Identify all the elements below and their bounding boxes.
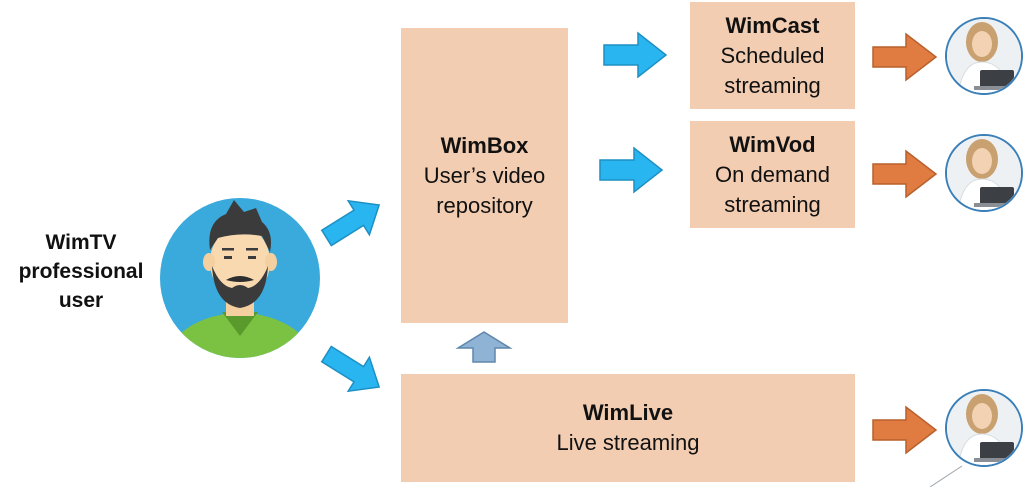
wimlive-title: WimLive bbox=[582, 400, 674, 425]
viewer-woman-at-laptop-icon bbox=[945, 389, 1023, 467]
wimbox-title: WimBox bbox=[440, 132, 529, 158]
user-label-line: WimTV bbox=[45, 231, 117, 254]
wimbox-description-line: repository bbox=[436, 192, 533, 218]
wimlive-box: WimLive Live streaming bbox=[401, 374, 855, 482]
wimvod-box: WimVod On demand streaming bbox=[690, 121, 855, 228]
connector-line bbox=[929, 465, 963, 487]
arrow-user-to-wimlive bbox=[320, 345, 381, 393]
viewer-woman-at-laptop-icon bbox=[945, 17, 1023, 95]
arrow-wimbox-to-wimvod bbox=[599, 146, 664, 194]
arrow-wimbox-to-wimcast bbox=[603, 31, 668, 79]
bearded-user-avatar-icon bbox=[160, 198, 320, 358]
wimvod-title: WimVod bbox=[729, 131, 816, 157]
arrow-wimlive-to-wimbox bbox=[455, 331, 513, 363]
user-label: WimTV professional user bbox=[8, 228, 154, 315]
user-label-line: user bbox=[58, 289, 104, 312]
wimcast-description-line: streaming bbox=[724, 72, 821, 98]
user-label-line: professional bbox=[18, 260, 144, 283]
wimcast-description-line: Scheduled bbox=[720, 42, 825, 68]
arrow-wimvod-to-viewer bbox=[872, 149, 938, 199]
arrow-user-to-wimbox bbox=[320, 199, 381, 247]
wimbox-description-line: User’s video bbox=[423, 162, 546, 188]
wimlive-description-line: Live streaming bbox=[556, 430, 700, 455]
wimvod-description-line: On demand bbox=[715, 161, 830, 187]
arrow-wimcast-to-viewer bbox=[872, 32, 938, 82]
wimvod-description-line: streaming bbox=[724, 191, 821, 217]
wimbox-box: WimBox User’s video repository bbox=[401, 28, 568, 323]
wimcast-box: WimCast Scheduled streaming bbox=[690, 2, 855, 109]
viewer-woman-at-laptop-icon bbox=[945, 134, 1023, 212]
wimcast-title: WimCast bbox=[725, 12, 820, 38]
arrow-wimlive-to-viewer bbox=[872, 405, 938, 455]
